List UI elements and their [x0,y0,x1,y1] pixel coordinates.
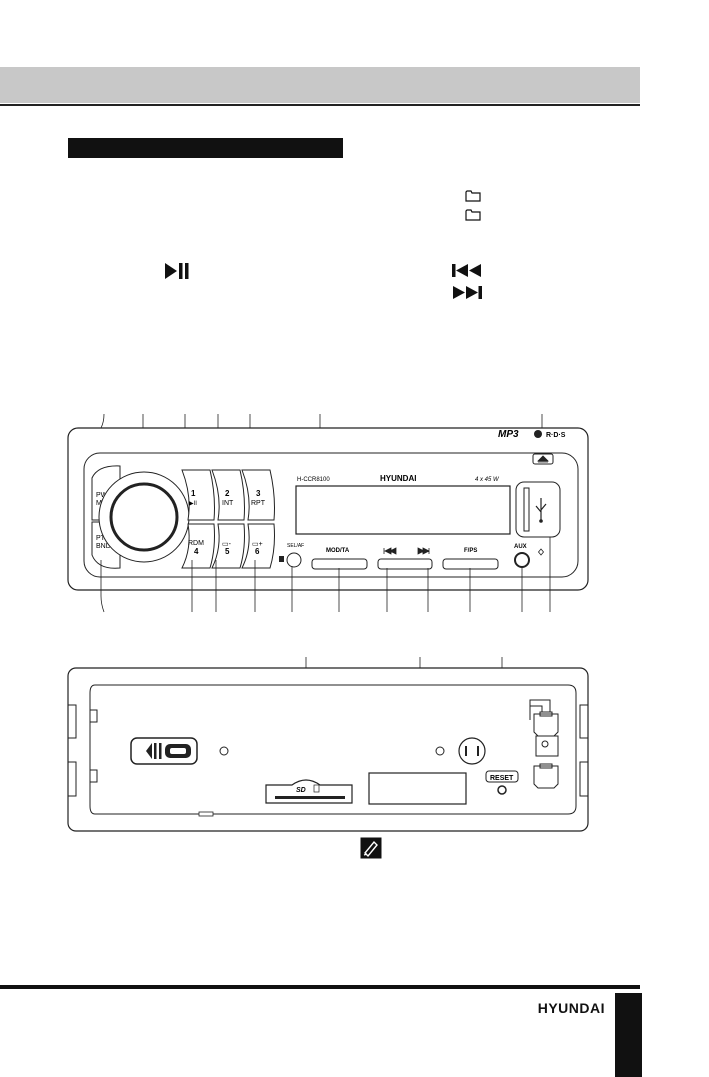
left-clip-top [68,704,77,739]
folder-icon [465,190,481,202]
btn-4-label: 4 [194,547,199,556]
mp3-logo: MP3 [498,429,519,440]
screw-hole-left [219,746,229,756]
prev-icon [383,547,397,555]
button-6[interactable] [241,523,275,569]
previous-track-icon [452,264,481,277]
next-track-icon [453,286,482,299]
usb-icon [535,498,547,520]
right-connector-2 [533,765,559,789]
aux-label: AUX [514,544,527,550]
button-2[interactable] [211,469,245,521]
left-clip-bottom [68,761,77,797]
folder-minus-label: ▭- [222,541,232,548]
sd-slot-opening [275,796,345,799]
display-brand: HYUNDAI [380,474,416,483]
btn-2-sub: INT [222,500,234,507]
right-clip-bottom [579,761,588,797]
bottom-notch [198,811,214,817]
mod-ta-label: MOD/TA [326,548,350,554]
ir-sensor [279,556,284,562]
btn-1-sub: ▶II [189,501,197,507]
bnd-label: BND [96,543,111,550]
right-connector-1 [533,713,559,737]
model-label: H-CCR8100 [297,477,330,483]
mod-ta-button[interactable] [311,558,368,570]
button-5[interactable] [211,523,245,569]
sel-af-label: SEL/AF [287,543,304,549]
release-arrow-icon [146,743,152,759]
sel-af-button[interactable] [286,552,302,568]
right-clip-top [579,704,588,739]
btn-1-label: 1 [191,489,196,498]
btn-5-label: 5 [225,547,230,556]
power-label: 4 x 45 W [475,477,500,483]
btn-3-sub: RPT [251,500,266,507]
sd-logo: SD [296,787,306,794]
btn-6-label: 6 [255,547,260,556]
callout-lines-bottom [100,537,551,613]
btn-4-sub: RDM [188,540,204,547]
sd-lock-icon [313,784,320,793]
f-ps-button[interactable] [442,558,499,570]
btn-2-label: 2 [225,489,230,498]
eject-icon [537,455,549,463]
button-3[interactable] [241,469,275,521]
header-rule [0,104,640,106]
left-tab-2 [90,769,98,783]
footer-rule [0,985,640,989]
rds-logo: R·D·S [546,432,566,439]
section-title-bar [68,138,343,158]
reset-button[interactable] [497,785,507,795]
pty-label: PTY [96,535,110,542]
button-1[interactable] [181,469,215,521]
note-pen-icon [360,837,382,859]
rear-panel-diagram: SD RESET [67,656,589,832]
next-icon [417,547,430,555]
prev-next-button[interactable] [377,558,433,570]
usb-slot [523,487,530,532]
reset-label-box [485,770,519,783]
footer-brand: HYUNDAI [537,1000,605,1016]
button-4[interactable] [181,523,215,569]
btn-3-label: 3 [256,489,261,498]
connector-window [368,772,467,805]
folder-plus-label: ▭+ [252,541,263,548]
reset-label: RESET [490,775,514,782]
header-band [0,67,640,103]
volume-knob[interactable] [109,482,179,552]
folder-icon [465,209,481,221]
f-ps-label: F/PS [464,548,477,554]
front-panel-diagram: MP3 R·D·S PWR MUT PTY BND 1 ▶II 2 INT 3 … [67,413,589,613]
diamond-icon [537,548,545,556]
left-tab [90,709,98,723]
antenna-socket [458,737,486,765]
play-pause-icon [165,263,189,279]
screw-hole-right [435,746,445,756]
rds-icon [534,430,542,438]
page-tab [615,993,642,1077]
lcd-display [295,485,511,535]
